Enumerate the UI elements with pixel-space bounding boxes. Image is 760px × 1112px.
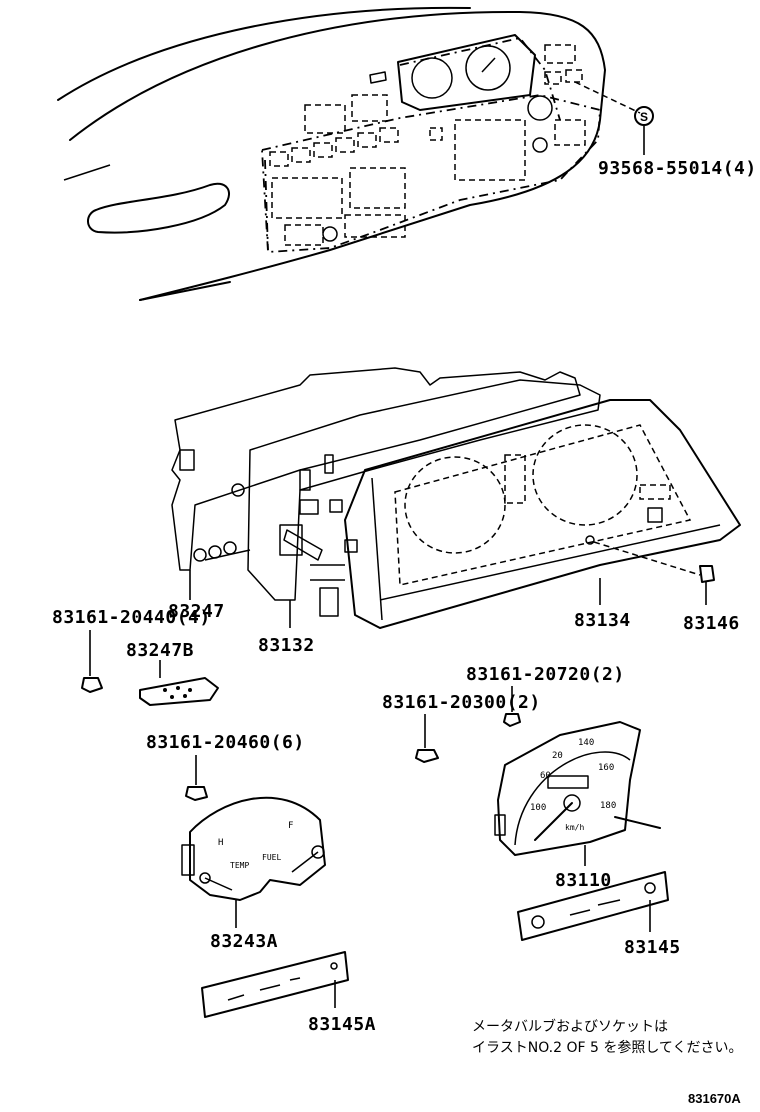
screw-symbol-s-icon: S bbox=[634, 106, 654, 155]
svg-text:FUEL: FUEL bbox=[262, 853, 281, 862]
svg-text:TEMP: TEMP bbox=[230, 861, 249, 870]
screw-icon bbox=[503, 686, 521, 727]
part-label-83146: 83146 bbox=[683, 613, 740, 634]
part-label-83161-20720: 83161-20720(2) bbox=[466, 664, 625, 685]
svg-text:160: 160 bbox=[598, 763, 614, 773]
part-label-83161-20440: 83161-20440(4) bbox=[52, 607, 211, 628]
screw-icon bbox=[81, 630, 103, 693]
svg-text:180: 180 bbox=[600, 801, 616, 811]
indicator-plate-83145A bbox=[201, 951, 349, 1018]
speedometer-83110: 20 60 100 140 160 180 km/h bbox=[494, 721, 661, 866]
fuel-temp-gauge-83243A: H TEMP F FUEL bbox=[181, 796, 326, 928]
note-line-1: メータバルブおよびソケットは bbox=[472, 1018, 668, 1035]
indicator-plate-83145 bbox=[517, 871, 669, 941]
part-label-93568-55014: 93568-55014(4) bbox=[598, 158, 757, 179]
part-label-83110: 83110 bbox=[555, 870, 612, 891]
cluster-assembly bbox=[171, 367, 741, 629]
svg-text:S: S bbox=[640, 110, 648, 124]
svg-text:60: 60 bbox=[540, 771, 551, 781]
note-line-2: イラストNO.2 OF 5 を参照してください。 bbox=[472, 1039, 743, 1056]
part-label-83247: 83247 bbox=[168, 601, 225, 622]
board-83247B bbox=[139, 660, 219, 706]
svg-text:F: F bbox=[288, 821, 293, 831]
bulb-socket-icon bbox=[699, 565, 715, 605]
part-label-83161-20460: 83161-20460(6) bbox=[146, 732, 305, 753]
svg-text:140: 140 bbox=[578, 738, 594, 748]
dashboard-overview bbox=[57, 6, 641, 301]
part-label-83161-20300: 83161-20300(2) bbox=[382, 692, 541, 713]
svg-text:100: 100 bbox=[530, 803, 546, 813]
screw-icon bbox=[415, 714, 439, 763]
part-label-83247B: 83247B bbox=[126, 640, 194, 661]
part-label-83134: 83134 bbox=[574, 610, 631, 631]
screw-icon bbox=[185, 755, 208, 801]
svg-text:20: 20 bbox=[552, 751, 563, 761]
part-label-83145: 83145 bbox=[624, 937, 681, 958]
svg-text:km/h: km/h bbox=[565, 823, 584, 832]
part-label-83243A: 83243A bbox=[210, 931, 278, 952]
svg-text:H: H bbox=[218, 838, 223, 848]
figure-id: 831670A bbox=[688, 1091, 741, 1106]
part-label-83145A: 83145A bbox=[308, 1014, 376, 1035]
part-label-83132: 83132 bbox=[258, 635, 315, 656]
